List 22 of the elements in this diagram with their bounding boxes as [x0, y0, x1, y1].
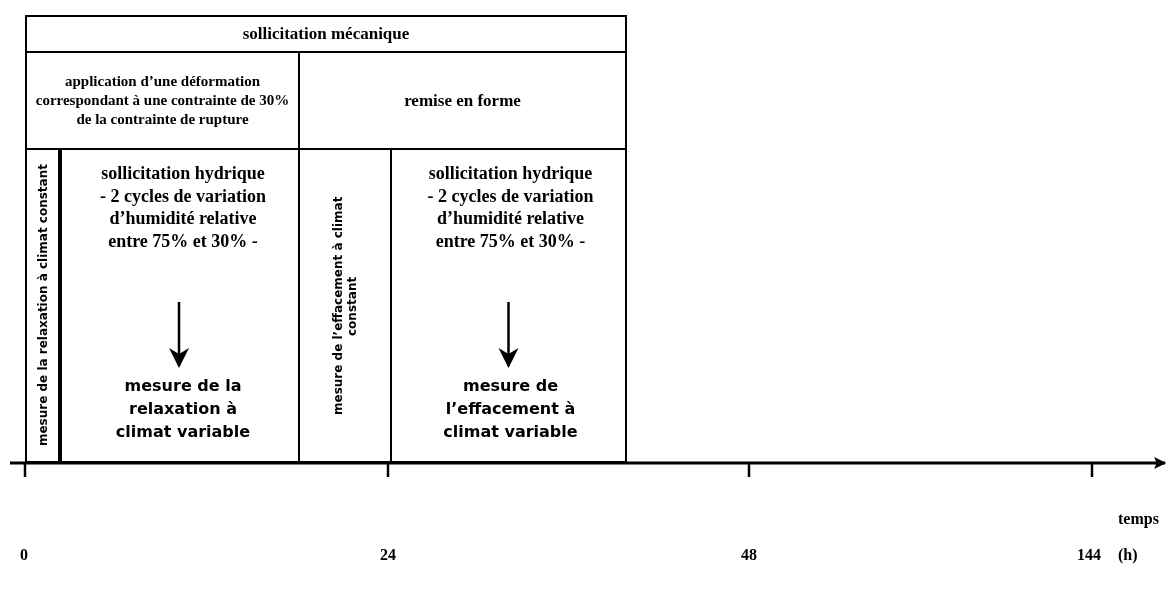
measurement-text: mesure de la relaxation à climat variable [70, 374, 296, 456]
body-text: - 2 cycles de variation d’humidité relative entre 75% et 30% - [426, 184, 595, 252]
heading-text: sollicitation hydrique [428, 162, 593, 185]
heading-text: sollicitation hydrique [101, 162, 265, 185]
tick-label: 24 [380, 546, 396, 564]
panel [58, 148, 300, 463]
tick-label: 144 [1077, 546, 1101, 564]
arrow [169, 302, 189, 368]
body-text: - 2 cycles de variation d’humidité relative entre 75% et 30% - [99, 184, 267, 252]
panel [390, 148, 627, 463]
axis-title: temps [1118, 510, 1159, 528]
measurement-text: mesure de l’effacement à climat variable [400, 374, 621, 456]
cell-text: remise en forme [403, 89, 522, 112]
header-cell [25, 15, 627, 53]
vertical-text: mesure de l’effacement à climat constant [330, 195, 360, 416]
unit-label: (h) [1118, 546, 1138, 564]
cell-text: sollicitation mécanique [241, 23, 411, 45]
vertical-text: mesure de la relaxation à climat constant [36, 164, 51, 447]
tick-label: 48 [741, 546, 757, 564]
cell-text: application d’une déformation correspondant à une contrainte de 30% de la contrainte de rupture [34, 72, 291, 129]
arrow [498, 302, 519, 368]
tick-label: 0 [20, 546, 28, 564]
